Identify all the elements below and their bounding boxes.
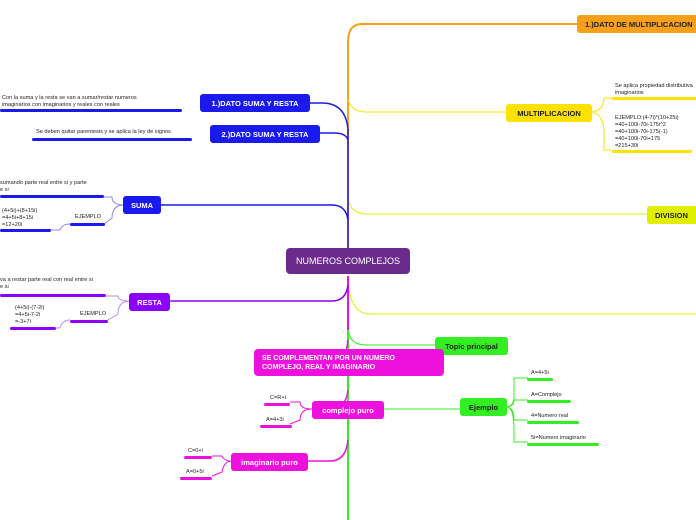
suma-node[interactable]: SUMA <box>123 196 161 214</box>
suma-example-underline <box>0 229 51 232</box>
dato-suma-resta-label: 1.)DATO SUMA Y RESTA <box>211 98 299 108</box>
dato-multiplicacion-node[interactable]: 1.)DATO DE MULTIPLICACION <box>577 15 696 33</box>
cp-item-2: A=4+3i <box>266 417 284 423</box>
resta-example-underline <box>10 327 56 330</box>
mult-note-underline <box>612 97 696 100</box>
dato2-note: Se deben quitar parentesis y se aplica l… <box>36 129 171 135</box>
ejemplo-item-1-underline <box>527 378 553 381</box>
ejemplo-item-4-underline <box>527 443 599 446</box>
mult-example: EJEMPLO:(4-7i)*(10+25i) =40+100i-70i-175… <box>615 115 679 149</box>
suma-resta-note-underline <box>0 109 182 112</box>
ejemplo-node[interactable]: Ejemplo <box>460 398 507 416</box>
suma-example: (4+5i)+(8+15i) =4+5i+8+15i =12+20i <box>2 208 38 228</box>
resta-example-label: EJEMPLO <box>80 311 107 317</box>
resta-label: RESTA <box>137 297 162 307</box>
division-node[interactable]: DIVISION <box>647 206 696 224</box>
resta-note: va a restar parte real con real entre si… <box>0 277 93 290</box>
cp-item-1: C=R+i <box>270 395 286 401</box>
cp-item-2-underline <box>260 425 292 428</box>
division-label: DIVISION <box>655 210 688 220</box>
complementan-node[interactable]: SE COMPLEMENTAN POR UN NUMERO COMPLEJO, … <box>254 349 444 376</box>
central-topic-label: NUMEROS COMPLEJOS <box>295 256 400 266</box>
ejemplo-item-2: A=Complejo <box>531 392 562 398</box>
complementan-label: SE COMPLEMENTAN POR UN NUMERO COMPLEJO, … <box>262 354 395 371</box>
dato2-suma-resta-label: 2.)DATO SUMA Y RESTA <box>221 129 309 139</box>
resta-node[interactable]: RESTA <box>129 293 170 311</box>
dato-suma-resta-node[interactable]: 1.)DATO SUMA Y RESTA <box>200 94 310 112</box>
suma-resta-note: Con la suma y la resta se van a sumar/re… <box>2 95 137 108</box>
imaginario-puro-label: imaginario puro <box>241 457 298 467</box>
dato2-note-underline <box>32 138 192 141</box>
central-topic[interactable]: NUMEROS COMPLEJOS <box>286 248 410 274</box>
mult-note: Se aplica propiedad distributiva imagina… <box>615 83 693 96</box>
ejemplo-item-4: 5i=Numero imaginario <box>531 435 586 441</box>
ejemplo-label: Ejemplo <box>468 402 499 412</box>
suma-note-underline <box>0 195 104 198</box>
dato2-suma-resta-node[interactable]: 2.)DATO SUMA Y RESTA <box>210 125 320 143</box>
suma-example-label-underline <box>70 223 105 226</box>
resta-example-label-underline <box>70 320 108 323</box>
resta-example: (4+5i)-(7-2i) =4+5i-7-2i =-3+7i <box>15 305 45 325</box>
suma-note: sumando parte real entre si y parte e si <box>0 180 87 193</box>
ip-item-2-underline <box>180 477 212 480</box>
resta-note-underline <box>0 294 106 297</box>
imaginario-puro-node[interactable]: imaginario puro <box>231 453 308 471</box>
topic-principal-node[interactable]: Topic principal <box>435 337 508 355</box>
cp-item-1-underline <box>264 403 290 406</box>
ejemplo-item-3: 4=Numero real <box>531 413 569 419</box>
ejemplo-item-2-underline <box>527 400 571 403</box>
ip-item-1-underline <box>184 456 212 459</box>
ip-item-2: A=0+5i <box>186 469 204 475</box>
ip-item-1: C=0+i <box>188 448 203 454</box>
mult-example-underline <box>612 150 692 153</box>
topic-principal-label: Topic principal <box>445 341 498 351</box>
complejo-puro-node[interactable]: complejo puro <box>312 401 384 419</box>
ejemplo-item-3-underline <box>527 421 579 424</box>
suma-label: SUMA <box>130 200 154 210</box>
multiplicacion-node[interactable]: MULTIPLICACION <box>506 104 592 122</box>
complejo-puro-label: complejo puro <box>322 405 374 415</box>
dato-multiplicacion-label: 1.)DATO DE MULTIPLICACION <box>585 19 693 29</box>
ejemplo-item-1: A=4+5i <box>531 370 549 376</box>
multiplicacion-label: MULTIPLICACION <box>517 108 581 118</box>
suma-example-label: EJEMPLO <box>75 214 102 220</box>
